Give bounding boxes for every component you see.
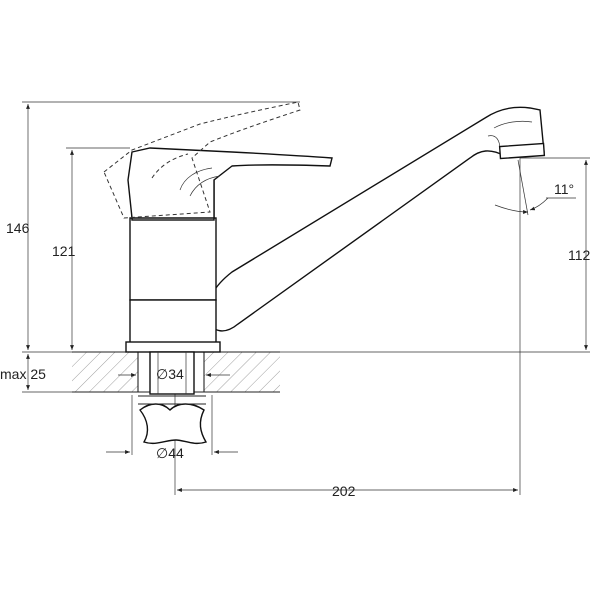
lever-handle: [127, 147, 333, 219]
dim-angle-11: 11°: [554, 181, 574, 197]
spout: [207, 106, 545, 332]
lever-raised-outline: [103, 101, 301, 219]
dim-diameter-44: ∅44: [156, 445, 184, 461]
faucet-base: [125, 341, 221, 353]
dim-202: 202: [332, 483, 356, 499]
countertop: [72, 351, 280, 393]
dim-146: 146: [6, 220, 30, 236]
faucet: [103, 101, 546, 445]
mount-nut: [139, 403, 208, 445]
mount-stud: [149, 351, 195, 395]
aerator: [498, 142, 546, 160]
dim-max-25: max 25: [0, 366, 46, 382]
dim-diameter-34: ∅34: [156, 366, 184, 382]
faucet-body-upper: [129, 217, 217, 301]
dim-112: 112: [568, 247, 591, 263]
dimension-lines: [26, 104, 588, 492]
dim-121: 121: [52, 243, 76, 259]
faucet-body-lower: [129, 299, 217, 345]
